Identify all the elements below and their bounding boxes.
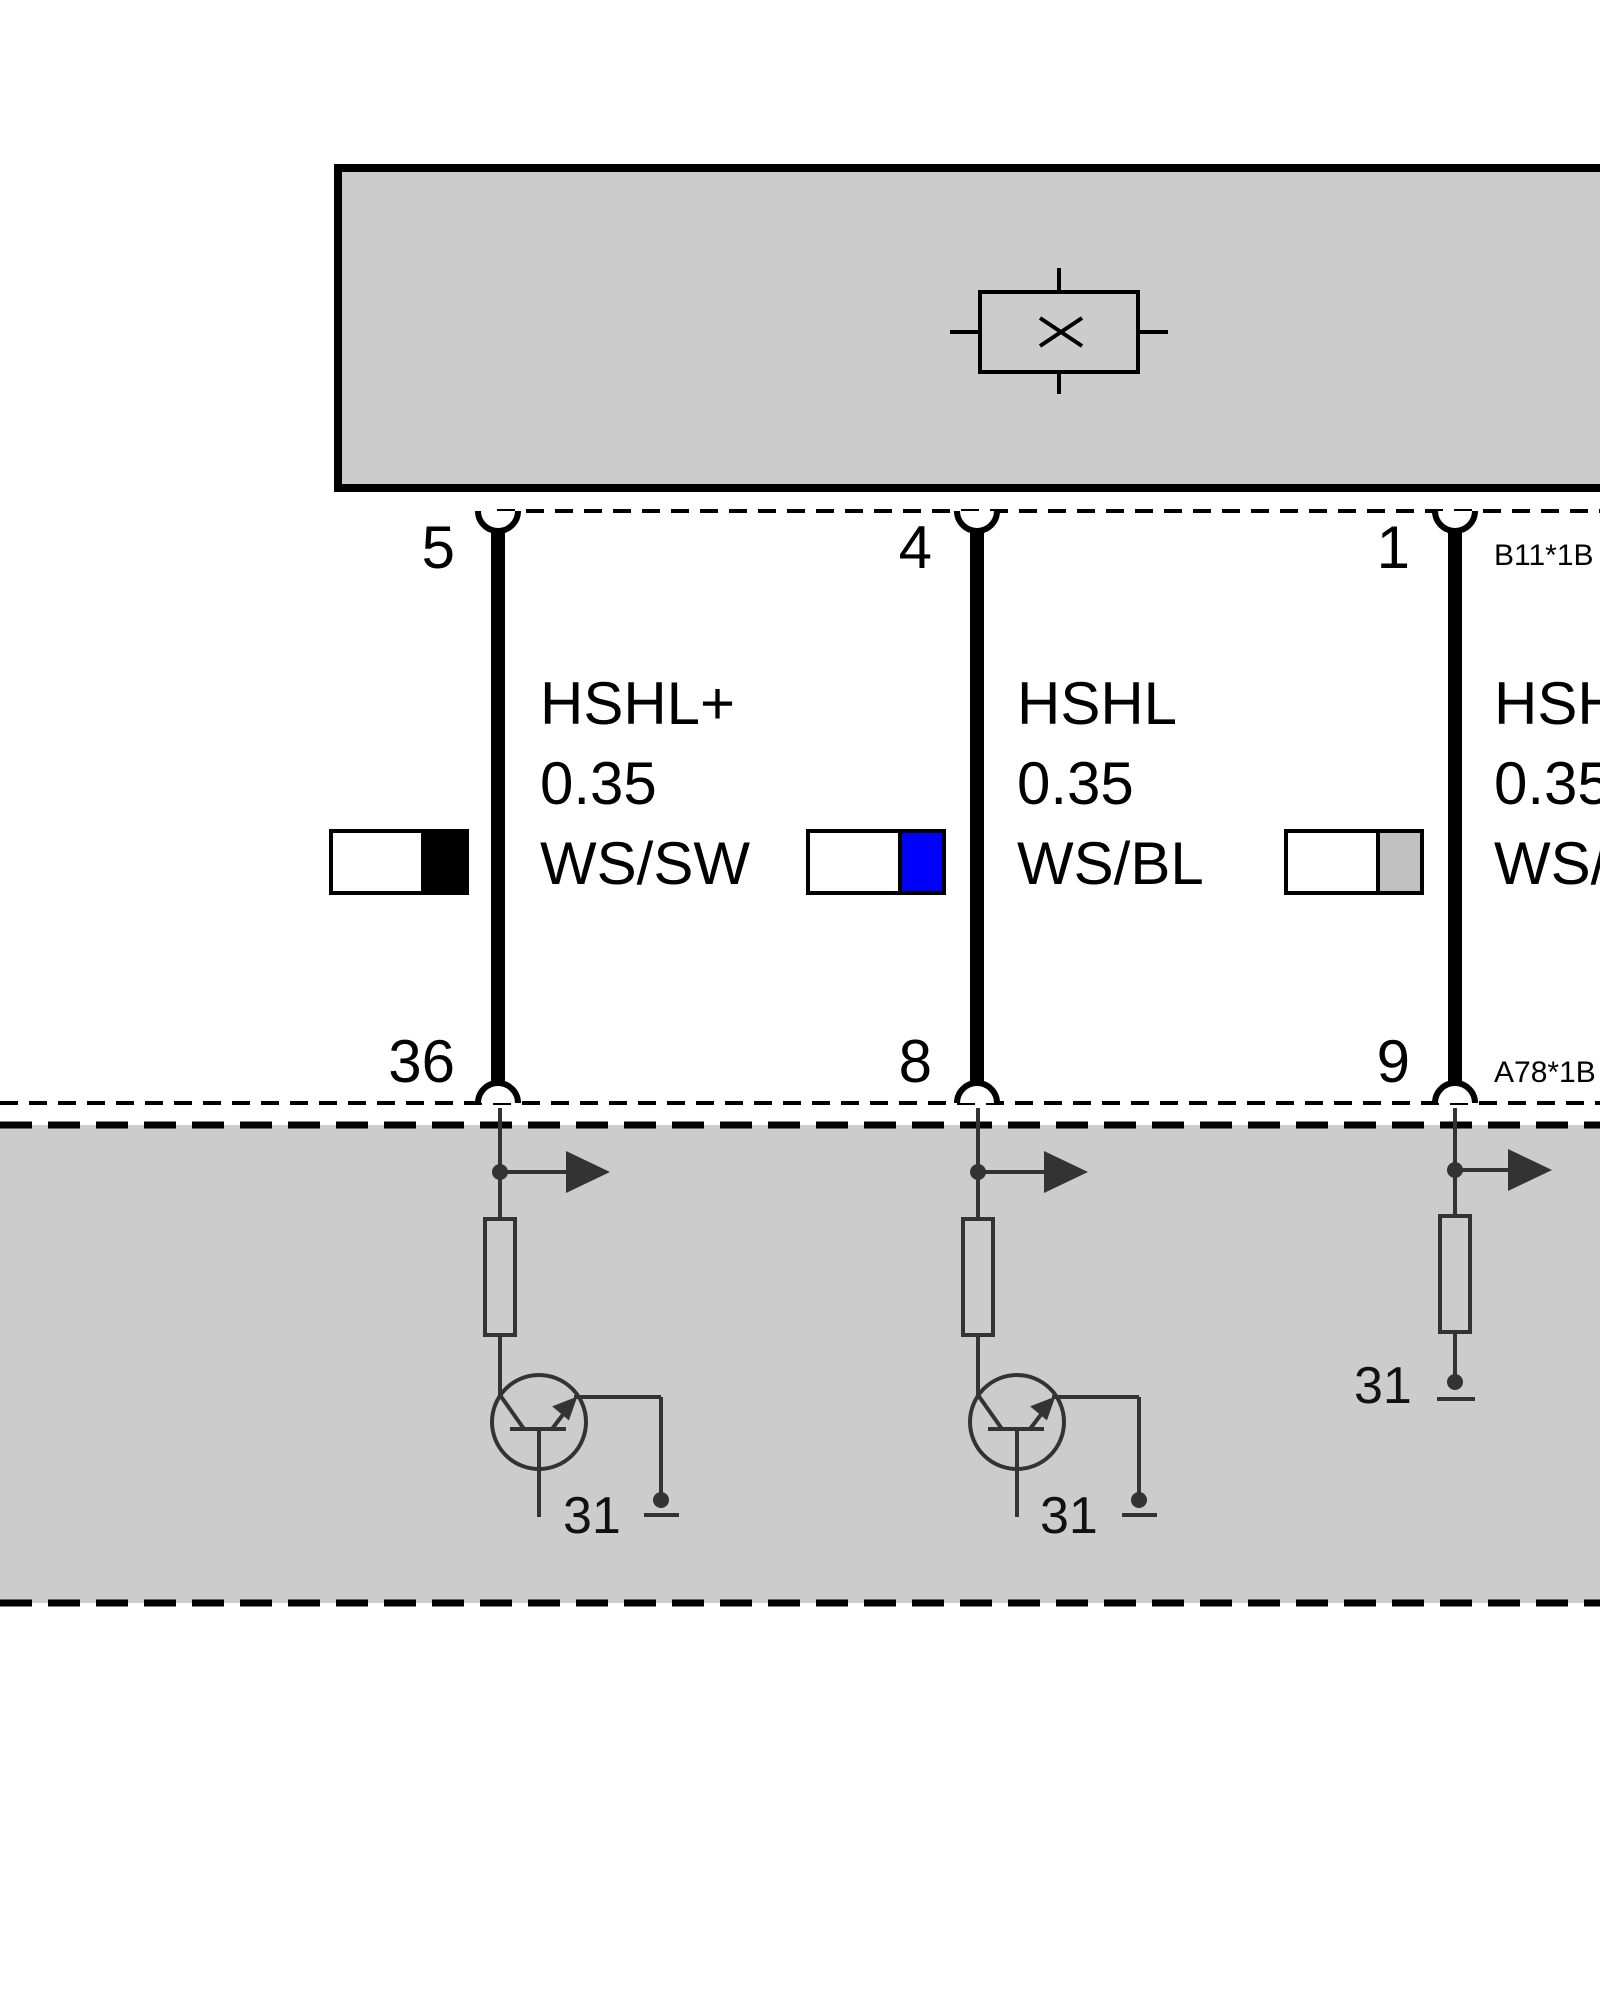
signal-name: HSHL+: [540, 670, 735, 737]
wire-color-swatch: [1284, 829, 1424, 895]
internal-circuit-1: [483, 1108, 679, 1517]
wire-color-swatch: [329, 829, 469, 895]
ground-label: 31: [1040, 1487, 1098, 1545]
ground-icon: [1447, 1374, 1463, 1390]
upper-component-housing: [334, 164, 1600, 492]
wire-gauge: 0.35: [540, 750, 657, 817]
wire-1: 5 36 HSHL+ 0.35 WS/SW: [329, 510, 750, 1104]
connector-label-top: B11*1B: [1494, 539, 1594, 572]
wire-gauge: 0.35: [1017, 750, 1134, 817]
bottom-pin-number: 36: [388, 1028, 455, 1095]
transistor-icon: [490, 1373, 663, 1517]
sensor-symbol-icon: [950, 268, 1168, 394]
signal-arrow-icon: [1044, 1151, 1088, 1193]
wire-color-code: WS/SW: [540, 830, 750, 897]
wire-3: 1 9 HSH 0.35 WS/: [1284, 510, 1600, 1104]
control-unit-housing: [0, 1125, 1600, 1603]
top-pin-number: 1: [1377, 514, 1410, 581]
internal-circuit-2: [961, 1108, 1157, 1517]
bottom-pin-number: 8: [899, 1028, 932, 1095]
ground-icon: [1131, 1492, 1147, 1508]
top-pin-number: 4: [899, 514, 932, 581]
connector-label-bottom: A78*1B: [1494, 1056, 1596, 1089]
wire-gauge: 0.35: [1494, 750, 1600, 817]
transistor-icon: [968, 1373, 1141, 1517]
signal-name: HSH: [1494, 670, 1600, 737]
ground-label: 31: [563, 1487, 621, 1545]
ground-label: 31: [1354, 1357, 1412, 1415]
internal-circuit-3: [1437, 1108, 1552, 1401]
wire-color-code: WS/: [1494, 830, 1600, 897]
signal-arrow-icon: [1508, 1149, 1552, 1191]
signal-name: HSHL: [1017, 670, 1177, 737]
top-pin-number: 5: [422, 514, 455, 581]
wire-color-swatch: [806, 829, 946, 895]
bottom-pin-number: 9: [1377, 1028, 1410, 1095]
signal-arrow-icon: [566, 1151, 610, 1193]
wire-color-code: WS/BL: [1017, 830, 1204, 897]
ground-icon: [653, 1492, 669, 1508]
wire-2: 4 8 HSHL 0.35 WS/BL: [806, 510, 1204, 1104]
